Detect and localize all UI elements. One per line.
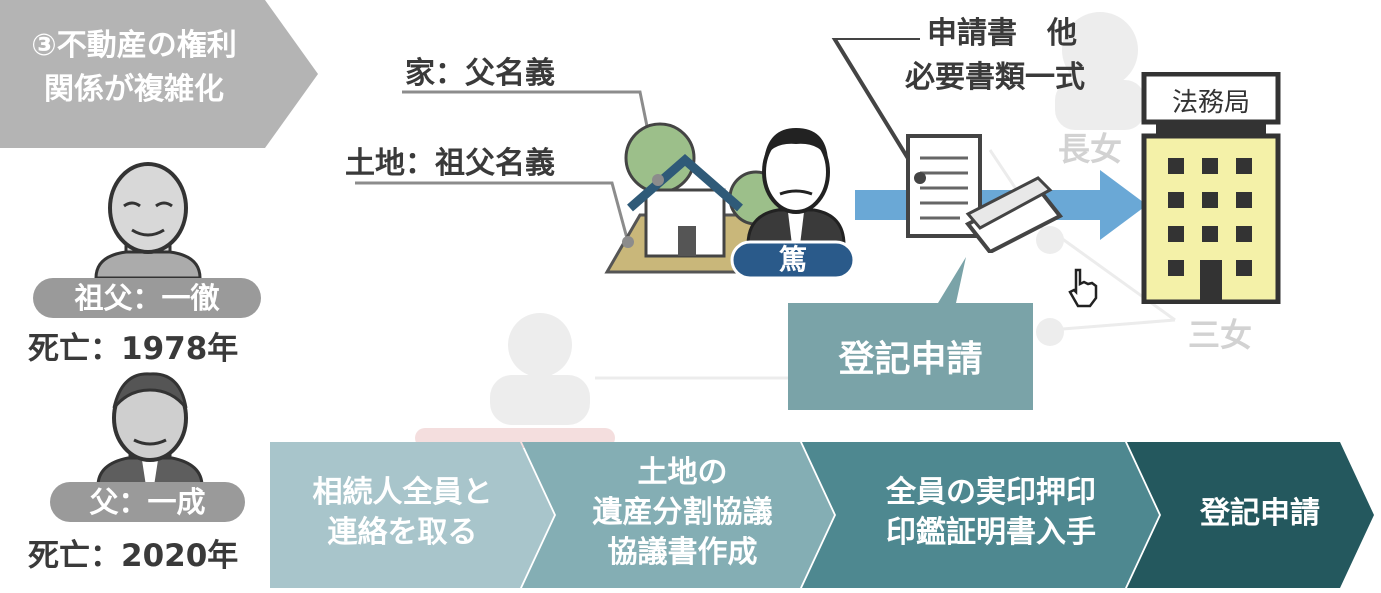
grandfather-death-year: 死亡：1978年 (28, 331, 239, 367)
step-4-shape (1127, 442, 1374, 588)
documents-icon (831, 38, 1064, 253)
step-3-text: 全員の実印押印 印鑑証明書入手 (846, 473, 1136, 553)
step-3-shape (802, 442, 1159, 588)
land-owner-label: 土地：祖父名義 (345, 146, 555, 181)
step-1-text: 相続人全員と 連絡を取る (280, 473, 525, 553)
step-3-line-2: 印鑑証明書入手 (886, 515, 1096, 550)
step-1-shape (270, 442, 554, 588)
grandfather-icon (94, 162, 202, 278)
bg-label-third-daughter: 三女 (1188, 316, 1253, 354)
step-2-shape (522, 442, 834, 588)
heading-line-2: 関係が複雑化 (44, 72, 224, 107)
applicant-name-badge-shape (730, 240, 856, 280)
step-2-line-2: 遺産分割協議 (592, 495, 773, 530)
father-death-year: 死亡：2020年 (28, 538, 239, 574)
step-4-line-1: 登記申請 (1200, 496, 1320, 531)
step-1-line-2: 連絡を取る (327, 515, 478, 550)
heading-line-1: ③不動産の権利 (31, 28, 237, 63)
speech-bubble-shape (788, 257, 1033, 410)
step-2-text: 土地の 遺産分割協議 協議書作成 (560, 453, 805, 573)
grandfather-name-label: 祖父：一徹 (33, 278, 261, 318)
speech-bubble-text: 登記申請 (838, 339, 983, 380)
process-steps (270, 442, 1374, 588)
step-2-line-3: 協議書作成 (607, 535, 758, 570)
step-4-text: 登記申請 (1160, 494, 1360, 534)
bg-label-eldest-daughter: 長女 (1058, 130, 1123, 168)
step-2-line-1: 土地の (637, 455, 728, 490)
office-label: 法務局 (1171, 88, 1250, 118)
heading-banner (0, 0, 318, 148)
documents-label-line1: 申請書 他 (927, 16, 1077, 51)
step-1-line-1: 相続人全員と (312, 475, 493, 510)
father-icon (96, 372, 204, 486)
heading-text: ③不動産の権利 関係が複雑化 (4, 24, 264, 112)
house-owner-label: 家：父名義 (405, 56, 555, 91)
documents-label-line2: 必要書類一式 (905, 60, 1085, 95)
applicant-icon (746, 128, 846, 245)
applicant-name-badge: 篤 (778, 243, 807, 276)
hand-cursor-icon (1068, 268, 1098, 308)
step-3-line-1: 全員の実印押印 (886, 475, 1096, 510)
office-building-icon (1141, 72, 1281, 304)
father-name-label: 父：一成 (50, 482, 245, 522)
